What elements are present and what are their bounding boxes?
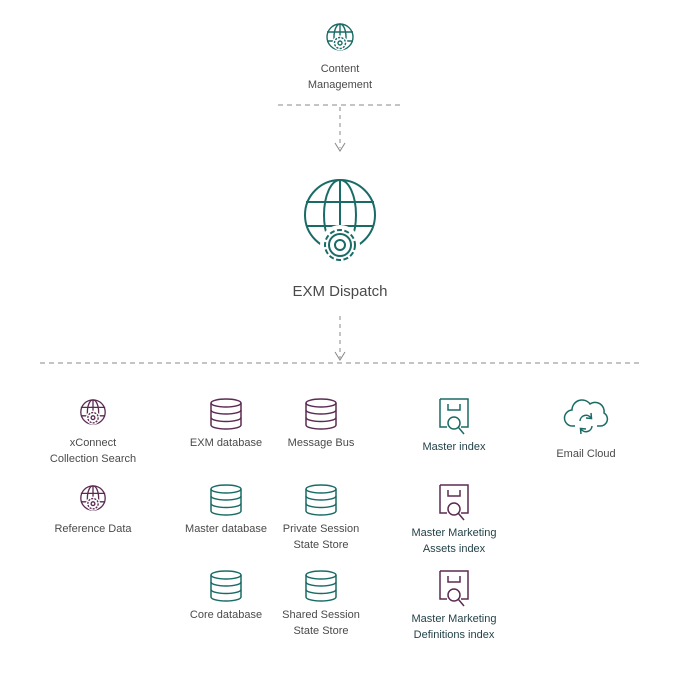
email-cloud-node: Email Cloud [541, 396, 631, 462]
master-database-label: Master database [185, 523, 267, 535]
xconnect-label-1: xConnect [69, 437, 117, 449]
search-index-icon [439, 570, 469, 607]
shared-session-state-store-node: Shared Session State Store [266, 569, 376, 639]
globe-gear-icon [80, 399, 106, 425]
globe-gear-icon [80, 485, 106, 511]
shared-session-label-1: Shared Session [282, 609, 360, 621]
core-database-label: Core database [189, 609, 263, 621]
database-icon [210, 570, 242, 602]
bottom-arrow-head [334, 351, 346, 361]
reference-data-label: Reference Data [54, 523, 132, 535]
database-icon [305, 398, 337, 430]
master-marketing-definitions-index-node: Master Marketing Definitions index [399, 569, 509, 643]
private-session-state-store-node: Private Session State Store [266, 483, 376, 553]
reference-data-node: Reference Data [38, 483, 148, 537]
exm-dispatch-label: EXM Dispatch [292, 283, 388, 300]
search-index-icon [439, 398, 469, 435]
message-bus-label: Message Bus [287, 437, 355, 449]
database-icon [305, 484, 337, 516]
database-icon [210, 484, 242, 516]
globe-gear-icon [304, 179, 376, 265]
core-database-node: Core database [176, 569, 276, 623]
master-index-label: Master index [422, 441, 486, 453]
private-session-label-2: State Store [293, 539, 349, 551]
database-icon [305, 570, 337, 602]
shared-session-label-2: State Store [293, 625, 349, 637]
master-index-node: Master index [399, 397, 509, 455]
mm-assets-label-2: Assets index [422, 543, 486, 555]
content-management-label-1: Content [320, 63, 360, 75]
mm-definitions-label-1: Master Marketing [411, 613, 497, 625]
master-database-node: Master database [176, 483, 276, 537]
top-arrow-head [334, 142, 346, 152]
exm-database-node: EXM database [176, 397, 276, 451]
master-marketing-assets-index-node: Master Marketing Assets index [399, 483, 509, 557]
globe-gear-icon [326, 23, 354, 51]
cloud-sync-icon [563, 399, 609, 435]
exm-database-label: EXM database [189, 437, 263, 449]
private-session-label-1: Private Session [282, 523, 360, 535]
xconnect-collection-search-node: xConnect Collection Search [38, 397, 148, 467]
search-index-icon [439, 484, 469, 521]
mm-assets-label-1: Master Marketing [411, 527, 497, 539]
message-bus-node: Message Bus [271, 397, 371, 451]
email-cloud-label: Email Cloud [556, 448, 616, 460]
content-management-label-2: Management [307, 79, 373, 91]
exm-dispatch-node: EXM Dispatch [270, 178, 410, 302]
mm-definitions-label-2: Definitions index [413, 629, 495, 641]
xconnect-label-2: Collection Search [49, 453, 137, 465]
content-management-node: Content Management [290, 22, 390, 93]
database-icon [210, 398, 242, 430]
